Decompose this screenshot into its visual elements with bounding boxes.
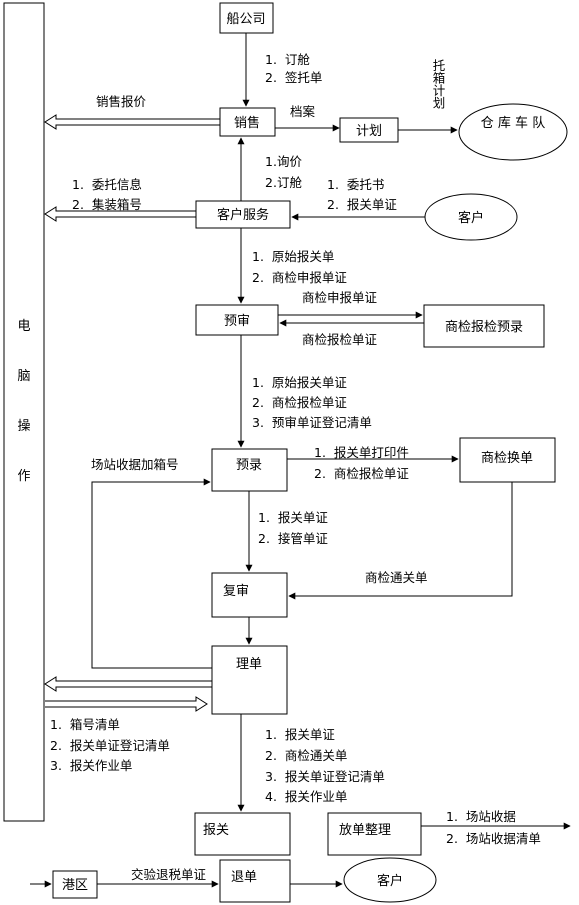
customer-service-label: 客户服务 — [217, 207, 269, 223]
sales-box — [219, 107, 276, 137]
return-docs-box — [219, 859, 291, 903]
label-processing-to-declaration-4: 4. 报关作业单 — [265, 789, 347, 804]
label-dispatch-out-1: 1. 场站收据 — [446, 809, 516, 824]
arrow-customs-clearance — [288, 482, 513, 600]
pre-review-label: 预审 — [224, 314, 250, 329]
label-processing-to-declaration-2: 2. 商检通关单 — [265, 748, 347, 763]
customer-bottom-label: 客户 — [377, 873, 403, 889]
label-prereview-to-preentry-1: 1. 原始报关单证 — [252, 375, 347, 390]
label-processing-to-computer-1: 1. 箱号清单 — [50, 717, 120, 732]
label-consign-plan: 托箱计划 — [431, 59, 446, 109]
label-yard-receipt: 场站收据加箱号 — [91, 457, 179, 472]
arrow-sales-quote — [44, 114, 220, 130]
label-customer-to-cs-1: 1. 委托书 — [327, 177, 384, 192]
port-area-box — [52, 870, 98, 899]
label-inspection-apply: 商检申报单证 — [302, 290, 378, 305]
customer-service-box — [195, 200, 291, 229]
arrow-cs-to-computer — [44, 206, 196, 222]
label-preentry-to-exchange-1: 1. 报关单打印件 — [314, 445, 409, 460]
label-dispatch-out-2: 2. 场站收据清单 — [446, 831, 541, 846]
label-preentry-to-exchange-2: 2. 商检报检单证 — [314, 466, 409, 481]
declaration-box — [194, 812, 291, 856]
panel-char-4: 作 — [17, 469, 30, 484]
dispatch-label: 放单整理 — [339, 823, 391, 838]
label-processing-to-declaration-1: 1. 报关单证 — [265, 727, 335, 742]
label-processing-to-declaration-3: 3. 报关单证登记清单 — [265, 769, 385, 784]
arrow-computer-to-processing — [45, 696, 208, 712]
label-prereview-to-preentry-3: 3. 预审单证登记清单 — [252, 415, 372, 430]
re-review-box — [211, 572, 288, 618]
label-port-to-return: 交验退税单证 — [131, 867, 207, 882]
label-ship-to-sales-1: 1. 订舱 — [265, 52, 310, 67]
panel-char-3: 操 — [17, 418, 30, 434]
label-cs-to-prereview-1: 1. 原始报关单 — [252, 249, 334, 264]
label-cs-to-prereview-2: 2. 商检申报单证 — [252, 270, 347, 285]
label-sales-quote: 销售报价 — [96, 94, 147, 109]
consign-char-1: 托箱计划 — [431, 59, 446, 109]
ship-company-label: 船公司 — [226, 12, 265, 27]
label-processing-to-computer-3: 3. 报关作业单 — [50, 758, 132, 773]
label-cs-to-computer-1: 1. 委托信息 — [72, 177, 142, 192]
label-processing-to-computer-2: 2. 报关单证登记清单 — [50, 738, 170, 753]
declaration-label: 报关 — [203, 823, 229, 838]
computer-operation-panel — [3, 2, 45, 822]
label-prereview-to-preentry-2: 2. 商检报检单证 — [252, 395, 347, 410]
label-archive: 档案 — [290, 104, 316, 119]
arrow-processing-to-computer — [44, 676, 212, 692]
plan-box — [339, 117, 399, 143]
pre-entry-box — [211, 448, 288, 492]
label-customs-clearance: 商检通关单 — [365, 570, 428, 585]
sales-label: 销售 — [234, 115, 260, 131]
port-area-label: 港区 — [62, 878, 88, 893]
customer-top-label: 客户 — [458, 210, 484, 226]
plan-label: 计划 — [356, 124, 382, 139]
customer-bottom-ellipse — [343, 857, 437, 903]
label-preentry-to-rereview-2: 2. 接管单证 — [258, 531, 328, 546]
processing-box — [211, 645, 288, 715]
label-preentry-to-rereview-1: 1. 报关单证 — [258, 510, 328, 525]
inspection-exchange-label: 商检换单 — [481, 451, 533, 466]
re-review-label: 复审 — [223, 584, 249, 599]
ship-company-box — [219, 2, 274, 34]
pre-review-box — [195, 304, 279, 336]
return-docs-label: 退单 — [231, 870, 257, 885]
arrow-yard-receipt — [91, 478, 212, 669]
warehouse-fleet-label: 仓 库 车 队 — [481, 115, 545, 131]
inspection-exchange-box — [459, 437, 556, 483]
panel-char-1: 电 — [17, 319, 30, 334]
label-inspection-report: 商检报检单证 — [302, 332, 378, 347]
warehouse-fleet-ellipse — [458, 103, 568, 161]
label-cs-to-computer-2: 2. 集装箱号 — [72, 197, 142, 212]
processing-label: 理单 — [236, 657, 262, 672]
label-customer-to-cs-2: 2. 报关单证 — [327, 197, 397, 212]
dispatch-box — [327, 812, 422, 856]
label-cs-to-sales-2: 2.订舱 — [265, 175, 302, 190]
pre-entry-label: 预录 — [236, 458, 262, 473]
panel-char-2: 脑 — [17, 369, 30, 384]
inspection-preentry-label: 商检报检预录 — [445, 320, 523, 335]
label-cs-to-sales-1: 1.询价 — [265, 154, 302, 169]
label-ship-to-sales-2: 2. 签托单 — [265, 70, 322, 85]
inspection-preentry-box — [423, 304, 545, 348]
